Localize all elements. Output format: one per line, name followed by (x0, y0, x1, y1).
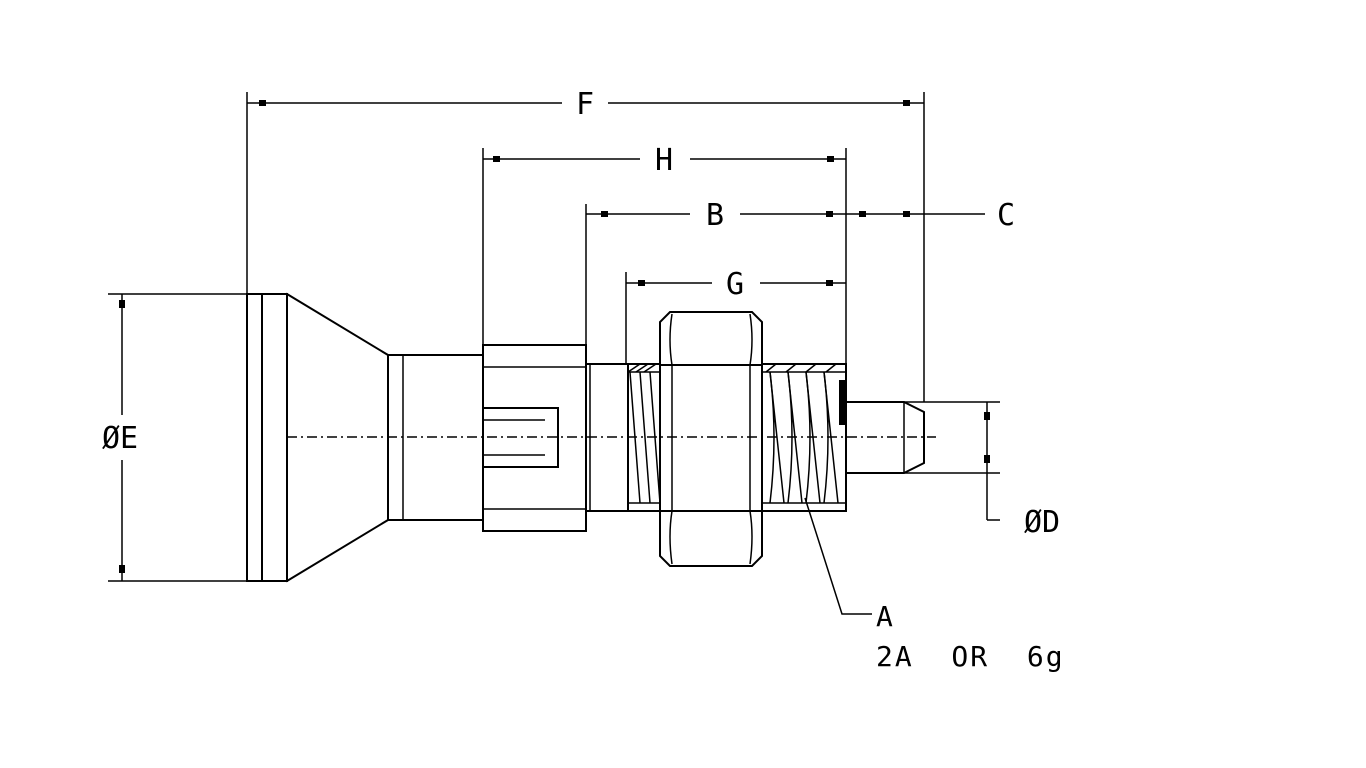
dim-label-d: ØD (1024, 505, 1060, 540)
thread-label: A (876, 600, 895, 633)
dim-label-e: ØE (102, 421, 138, 456)
part-outline (246, 292, 936, 583)
thread-class-label: 2A OR 6g (876, 640, 1065, 673)
dimension-labels: F H B C G ØE ØD A 2A OR 6g (102, 87, 1065, 673)
dim-label-f: F (576, 87, 594, 122)
plunger-pin (845, 401, 925, 474)
dim-label-g: G (726, 267, 744, 302)
dim-label-h: H (655, 143, 673, 178)
slotted-collar (482, 344, 587, 532)
dim-label-c: C (997, 198, 1015, 233)
dimension-lines (108, 92, 1000, 615)
dim-label-b: B (706, 198, 724, 233)
hex-nut (659, 311, 763, 567)
